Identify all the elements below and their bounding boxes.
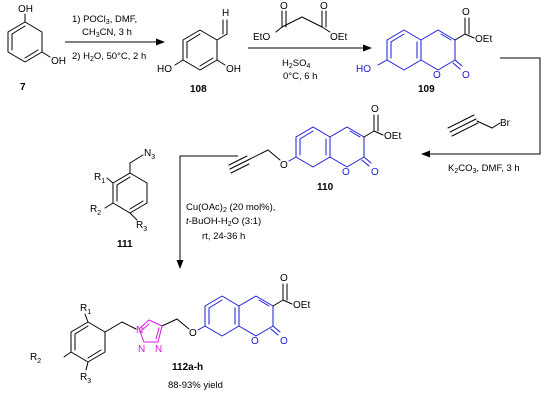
eto-label: EtO (253, 32, 270, 43)
compound-108-structure: H HO OH (157, 8, 241, 75)
r3-label: R3 (136, 220, 147, 233)
br-label: Br (500, 118, 511, 129)
triazole-n2-label: N (138, 344, 145, 355)
oh-label: OH (226, 64, 241, 75)
svg-text:K2CO3, DMF, 3 h: K2CO3, DMF, 3 h (448, 163, 520, 175)
svg-text:CH3CN, 3 h: CH3CN, 3 h (82, 27, 132, 39)
triazole-n1-label: N (136, 325, 143, 336)
o-label: O (320, 1, 328, 12)
compound-111-structure: N3 R1 R2 R3 (90, 148, 155, 233)
o-label: O (280, 273, 288, 284)
n3-label: N3 (144, 148, 155, 161)
r3-label: R3 (80, 372, 91, 385)
compound-112-structure: O OEt O O O N N N R1 R2 R3 (30, 273, 310, 385)
svg-text:H2SO4: H2SO4 (282, 58, 311, 70)
ring-o-label: O (342, 167, 350, 178)
ether-o-label: O (280, 160, 288, 171)
compound-label-108: 108 (190, 84, 207, 95)
oet-label: OEt (384, 131, 401, 142)
oet-label: OEt (475, 34, 492, 45)
diethyl-malonate-structure: O O EtO OEt (253, 1, 347, 43)
oet-label: OEt (293, 300, 310, 311)
ho-label: HO (356, 64, 371, 75)
ho-label: HO (157, 64, 172, 75)
step2-line2: 0°C, 6 h (283, 71, 317, 82)
compound-109-structure: O OEt O O HO (356, 7, 492, 81)
svg-text:t-BuOH-H2O (3:1): t-BuOH-H2O (3:1) (186, 216, 261, 228)
svg-text:1) POCl3, DMF,: 1) POCl3, DMF, (72, 14, 137, 26)
yield-label: 88-93% yield (168, 380, 223, 391)
compound-label-110: 110 (317, 182, 334, 193)
step1-line1-a: 1) POCl (72, 14, 106, 25)
carbonyl-o-label: O (462, 70, 470, 81)
reaction-arrow-3 (428, 57, 541, 155)
triazole-n3-label: N (155, 344, 162, 355)
o-label: O (462, 7, 470, 18)
oet-label: OEt (330, 32, 347, 43)
compound-label-7: 7 (20, 82, 26, 93)
ring-o-label: O (251, 336, 259, 347)
compound-110-structure: O OEt O O O (228, 104, 401, 178)
r1-label: R1 (94, 172, 105, 185)
propargyl-bromide-structure: Br (447, 114, 511, 137)
oh-label: OH (18, 4, 33, 15)
oh-label: OH (51, 56, 66, 67)
r1-label: R1 (80, 303, 91, 316)
compound-label-111: 111 (117, 239, 133, 250)
svg-text:Cu(OAc)2 (20 mol%),: Cu(OAc)2 (20 mol%), (186, 202, 275, 214)
r2-label: R2 (90, 204, 101, 217)
carbonyl-o-label: O (371, 167, 379, 178)
aldehyde-h-label: H (222, 8, 229, 19)
compound-label-112: 112a-h (172, 362, 203, 373)
compound-7-structure: OH OH (7, 4, 66, 67)
carbonyl-o-label: O (280, 336, 288, 347)
ether-o-label: O (189, 328, 197, 339)
svg-text:2) H2O, 50°C, 2 h: 2) H2O, 50°C, 2 h (72, 51, 146, 63)
step4-line3: rt, 24-36 h (202, 231, 245, 242)
r2-label: R2 (30, 352, 41, 365)
o-label: O (371, 104, 379, 115)
ring-o-label: O (433, 70, 441, 81)
compound-label-109: 109 (418, 84, 435, 95)
o-label: O (280, 1, 288, 12)
reaction-arrow-4 (179, 155, 238, 262)
